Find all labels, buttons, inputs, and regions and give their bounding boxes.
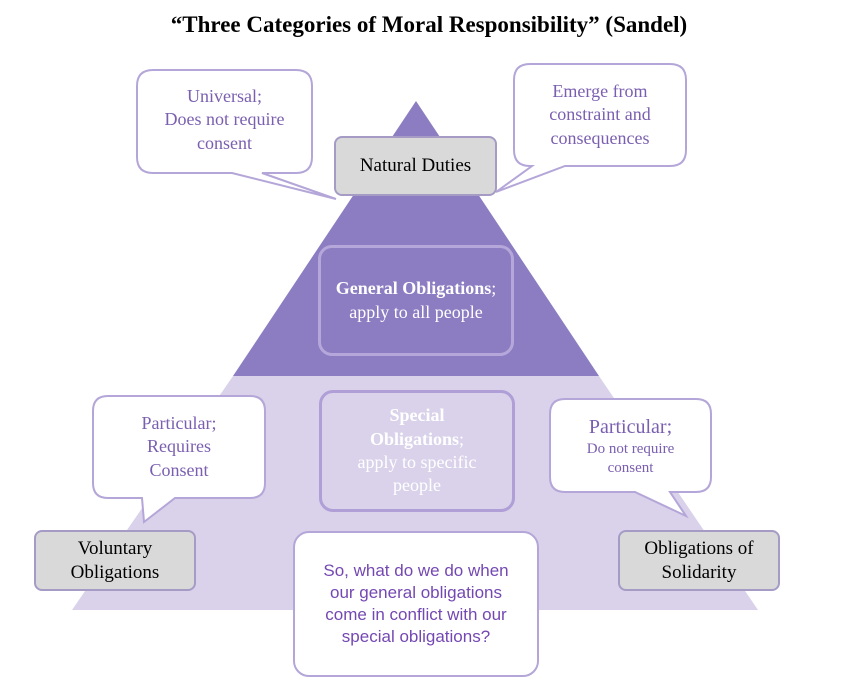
callout-line: consequences: [550, 127, 650, 148]
pyramid-upper-triangle: [233, 101, 599, 376]
solidarity-label: Obligations of Solidarity: [644, 537, 754, 583]
general-obligations-box: General Obligations; apply to all people: [318, 245, 514, 356]
solidarity-callout: Particular; Do not require consent: [552, 404, 709, 488]
callout-line: Emerge from: [552, 80, 648, 101]
voluntary-obligations-callout: Particular; Requires Consent: [95, 404, 263, 490]
voluntary-obligations-label: Voluntary Obligations: [70, 537, 160, 583]
callout-bubble-top-right: [495, 63, 687, 193]
general-obligations-heading: General Obligations: [335, 278, 492, 299]
special-obligations-box: Special Obligations; apply to specific p…: [319, 390, 515, 512]
callout-line: consent: [607, 459, 654, 476]
natural-duties-right-callout: Emerge from constraint and consequences: [516, 75, 684, 155]
callout-bubble-lower-left: [92, 395, 266, 524]
solidarity-box: Obligations of Solidarity: [618, 530, 780, 591]
callout-bubble-top-left: [136, 69, 337, 200]
question-text: So, what do we do when our general oblig…: [323, 560, 509, 647]
special-obligations-suffix: ;: [459, 428, 465, 449]
special-obligations-heading: Special Obligations: [369, 405, 459, 449]
callout-line: Particular;: [141, 412, 217, 433]
general-obligations-description: apply to all people: [349, 301, 483, 322]
voluntary-obligations-box: Voluntary Obligations: [34, 530, 196, 591]
callout-line: Universal;: [187, 85, 262, 106]
diagram-title: “Three Categories of Moral Responsibilit…: [170, 12, 688, 37]
callout-bubble-lower-right: [549, 398, 712, 519]
callout-line: Do not require: [586, 440, 675, 457]
natural-duties-label: Natural Duties: [359, 155, 472, 177]
callout-line: constraint and: [549, 104, 651, 125]
callout-line: Requires: [147, 436, 211, 457]
callout-line: Does not require: [164, 109, 285, 130]
question-box: So, what do we do when our general oblig…: [293, 531, 539, 677]
special-obligations-description: apply to specific people: [357, 452, 477, 496]
natural-duties-box: Natural Duties: [334, 136, 497, 196]
natural-duties-left-callout: Universal; Does not require consent: [139, 80, 310, 160]
callout-heading: Particular;: [588, 415, 673, 438]
callout-line: consent: [197, 132, 252, 153]
general-obligations-suffix: ;: [491, 278, 497, 299]
callout-line: Consent: [149, 459, 209, 480]
